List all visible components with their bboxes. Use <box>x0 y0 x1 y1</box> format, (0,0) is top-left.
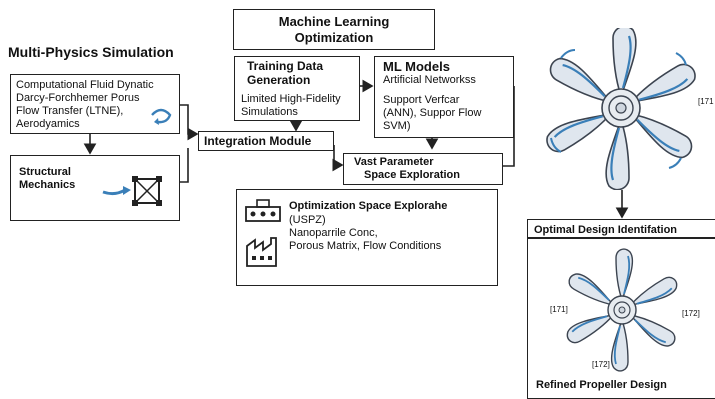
ml-models-box: ML Models Artificial Networkss Support V… <box>374 56 514 138</box>
ml-optimization-box: Machine Learning Optimization <box>233 9 435 50</box>
optimal-title: Optimal Design Identifation <box>534 224 678 236</box>
structural-line-1: Structural <box>19 166 71 178</box>
integration-title: Integration Module <box>204 134 312 148</box>
ref-top-right: [171 <box>698 97 714 106</box>
training-title-1: Training Data <box>247 59 324 73</box>
ml-models-line-4: SVM) <box>383 120 411 132</box>
refined-title: Refined Propeller Design <box>536 379 667 391</box>
optimization-space-box: Optimization Space Explorahe (USPZ) Nano… <box>236 189 498 286</box>
structural-box: Structural Mechanics <box>10 155 180 221</box>
ml-optimization-title-1: Machine Learning <box>278 14 390 29</box>
cfd-box: Computational Fluid Dynatic Darcy-Forchh… <box>10 74 180 134</box>
multiphysics-title: Multi-Physics Simulation <box>8 44 174 60</box>
propeller-top-illustration <box>541 28 701 190</box>
ref-right: [172] <box>682 309 700 318</box>
ml-optimization-title-2: Optimization <box>294 30 374 45</box>
structural-line-2: Mechanics <box>19 179 76 191</box>
factory-icon <box>246 237 277 267</box>
cfd-line-3: Flow Transfer (LTNE), <box>16 105 124 117</box>
ml-models-line-3: (ANN), Suppor Flow <box>383 107 482 119</box>
arrow-integration-to-vast <box>332 145 344 172</box>
ml-models-line-1: Artificial Networkss <box>383 74 476 86</box>
opt-space-line-2: Nanoparrile Conc, <box>289 227 378 239</box>
training-data-box: Training Data Generation Limited High-Fi… <box>234 56 360 121</box>
ml-models-title: ML Models <box>383 59 450 74</box>
structure-icon <box>102 176 162 206</box>
cfd-line-1: Computational Fluid Dynatic <box>16 79 154 91</box>
vast-line-1: Vast Parameter <box>354 156 434 168</box>
opt-space-line-1: (USPZ) <box>289 214 326 226</box>
training-body-1: Limited High-Fidelity <box>241 93 341 105</box>
cfd-line-4: Aerodyamics <box>16 118 80 130</box>
propeller-bottom-illustration <box>563 248 681 372</box>
control-panel-icon <box>245 199 281 222</box>
ref-left: [171] <box>550 305 568 314</box>
ml-models-line-2: Support Verfcar <box>383 94 460 106</box>
cfd-line-2: Darcy-Forchhemer Porus <box>16 92 140 104</box>
optimal-title-divider <box>527 237 715 239</box>
curved-arrow-icon <box>151 108 172 125</box>
vast-line-2: Space Exploration <box>364 169 460 181</box>
line-structural-to-integration <box>180 148 189 183</box>
opt-space-title: Optimization Space Explorahe <box>289 200 448 212</box>
training-body-2: Simulations <box>241 106 298 118</box>
vast-parameter-box: Vast Parameter Space Exploration <box>343 153 503 185</box>
integration-module-box: Integration Module <box>198 131 334 151</box>
ref-bottom: [172] <box>592 360 610 369</box>
line-ml-feedback <box>503 86 515 167</box>
training-title-2: Generation <box>247 73 311 87</box>
opt-space-line-3: Porous Matrix, Flow Conditions <box>289 240 442 252</box>
arrow-cfd-to-integration <box>180 104 199 141</box>
